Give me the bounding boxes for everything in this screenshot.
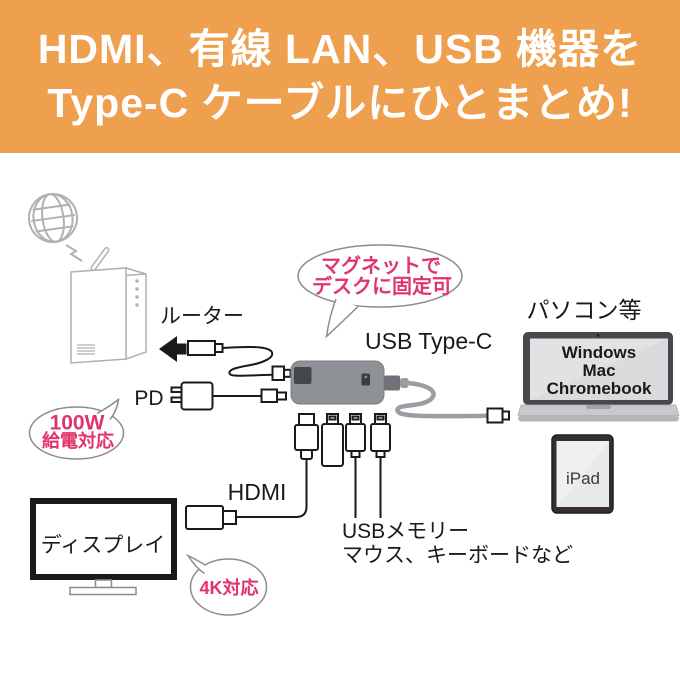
headline-line-1: HDMI、有線 LAN、USB 機器を bbox=[37, 26, 643, 73]
pd-label: PD bbox=[134, 387, 163, 410]
four-k-bubble: 4K対応 bbox=[185, 553, 268, 616]
pd-adapter bbox=[170, 381, 287, 411]
usb-devices-caption-line-2: マウス、キーボードなど bbox=[342, 544, 573, 567]
hdmi-label: HDMI bbox=[228, 479, 287, 505]
headline-banner: HDMI、有線 LAN、USB 機器を Type-C ケーブルにひとまとめ! bbox=[0, 0, 680, 153]
laptop-illustration: Windows Mac Chromebook bbox=[517, 332, 680, 422]
hub-logo bbox=[361, 373, 370, 386]
magnet-bubble: マグネットで デスクに固定可 bbox=[297, 244, 463, 339]
type-c-cable bbox=[395, 380, 510, 424]
power-bubble: 100W 給電対応 bbox=[28, 397, 125, 460]
power-bubble-line-1: 100W bbox=[50, 412, 105, 435]
laptop-screen-line-3: Chromebook bbox=[547, 379, 652, 398]
hub-device bbox=[290, 360, 409, 405]
left-arrow-icon bbox=[159, 336, 187, 362]
hdmi-plug-vertical bbox=[236, 413, 319, 518]
usb-memory-stick bbox=[321, 413, 344, 467]
laptop-screen-line-1: Windows bbox=[562, 343, 636, 362]
router-illustration bbox=[70, 246, 147, 364]
usb-devices-caption-line-1: USBメモリー bbox=[342, 520, 469, 543]
ipad-label: iPad bbox=[566, 469, 600, 488]
usb-type-c-label: USB Type-C bbox=[365, 328, 492, 354]
power-bubble-line-2: 給電対応 bbox=[42, 430, 114, 451]
laptop-touchpad-notch bbox=[586, 405, 611, 409]
hub-lan-port bbox=[294, 367, 312, 384]
display-illustration: ディスプレイ bbox=[30, 498, 177, 596]
four-k-bubble-text: 4K対応 bbox=[199, 577, 258, 598]
hdmi-cable bbox=[236, 459, 308, 518]
usb-plug-1 bbox=[345, 413, 366, 518]
router-antenna bbox=[90, 246, 110, 272]
magnet-bubble-line-2: デスクに固定可 bbox=[312, 274, 452, 298]
magnet-bubble-line-1: マグネットで bbox=[321, 254, 441, 278]
laptop-camera-dot bbox=[596, 333, 600, 337]
globe-icon bbox=[27, 193, 78, 243]
hdmi-plug-horizontal bbox=[185, 505, 237, 530]
display-stand-neck bbox=[94, 579, 113, 589]
display-stand-base bbox=[69, 586, 137, 596]
lan-connector bbox=[187, 340, 292, 381]
usb-plug-2 bbox=[370, 413, 391, 518]
ipad-illustration: iPad bbox=[551, 434, 614, 514]
wireless-signal-icon bbox=[65, 244, 83, 262]
laptop-screen-line-2: Mac bbox=[582, 361, 615, 380]
pc-label: パソコン等 bbox=[527, 297, 642, 323]
router-label: ルーター bbox=[160, 305, 244, 328]
display-label: ディスプレイ bbox=[41, 534, 166, 557]
type-c-plug bbox=[384, 375, 400, 391]
headline-line-2: Type-C ケーブルにひとまとめ! bbox=[47, 79, 633, 126]
